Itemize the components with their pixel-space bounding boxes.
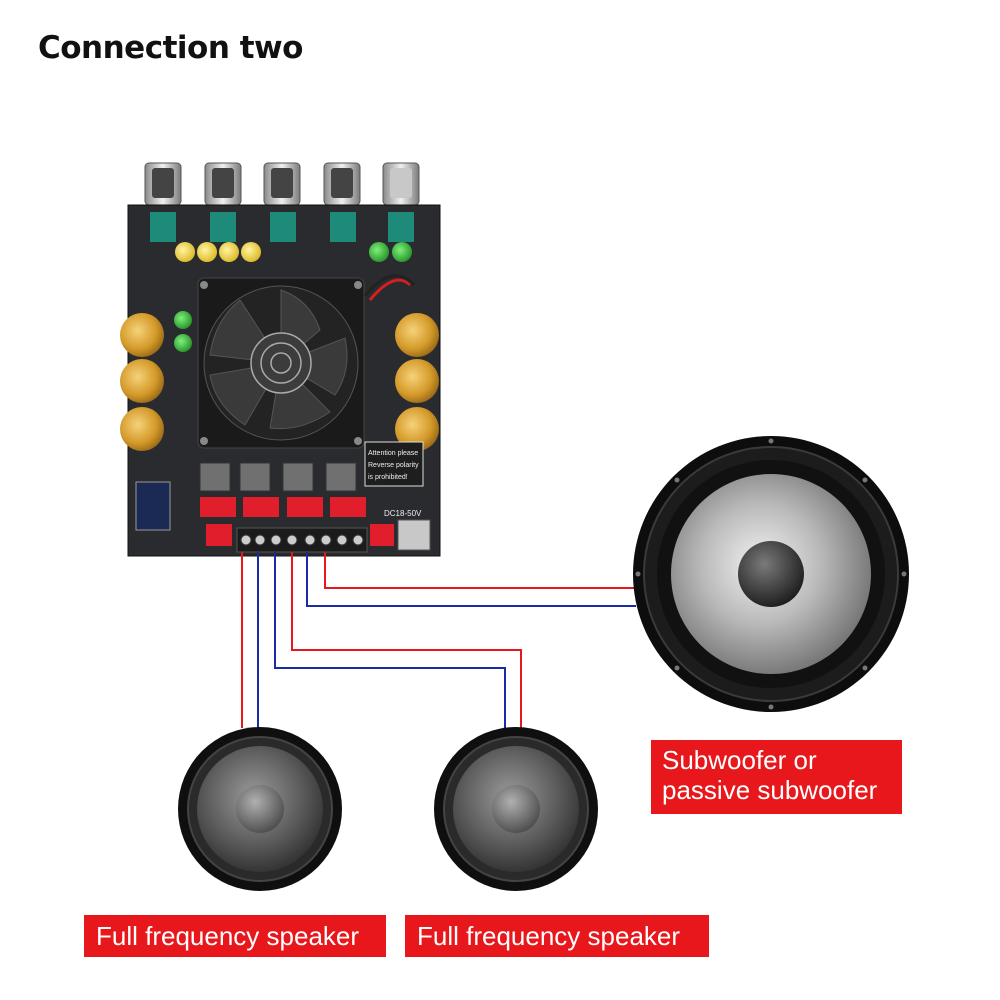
capacitor-icon [120,313,439,451]
warning-label: Attention please Reverse polarity is pro… [364,441,424,487]
subwoofer-label: Subwoofer or passive subwoofer [651,740,902,814]
subwoofer-icon [633,436,909,712]
potentiometer-knob-icon[interactable] [382,162,420,206]
fan-icon [197,277,365,449]
wiring [241,552,636,728]
wire-sub-negative [306,552,636,607]
full-frequency-label-right: Full frequency speaker [405,915,709,957]
warning-line-2: Reverse polarity [368,462,419,469]
full-frequency-label-text: Full frequency speaker [96,921,360,951]
wire-right-negative [274,552,506,728]
potentiometer-knob-icon[interactable] [204,162,242,206]
power-label: DC18-50V [384,509,422,518]
power-jack [397,519,431,551]
speaker-icon [178,727,342,891]
subwoofer-label-line-1: Subwoofer or [662,745,817,775]
wire-right-positive [291,552,522,728]
potentiometer-knob-icon[interactable] [144,162,182,206]
full-frequency-label-text: Full frequency speaker [417,921,681,951]
speaker-icon [434,727,598,891]
capacitor-icon [174,242,412,352]
potentiometer-knobs [144,162,420,206]
wire-sub-positive [324,552,636,589]
bluetooth-module [135,481,171,531]
terminal-block [236,527,368,553]
subwoofer-label-line-2: passive subwoofer [662,775,878,805]
page-title: Connection two [38,30,303,66]
warning-line-1: Attention please [368,450,418,457]
warning-line-3: is prohibited! [368,474,408,481]
potentiometer-knob-icon[interactable] [323,162,361,206]
full-frequency-label-left: Full frequency speaker [84,915,386,957]
amplifier-board: Attention please Reverse polarity is pro… [120,162,441,557]
potentiometer-knob-icon[interactable] [263,162,301,206]
film-capacitors [200,497,394,546]
